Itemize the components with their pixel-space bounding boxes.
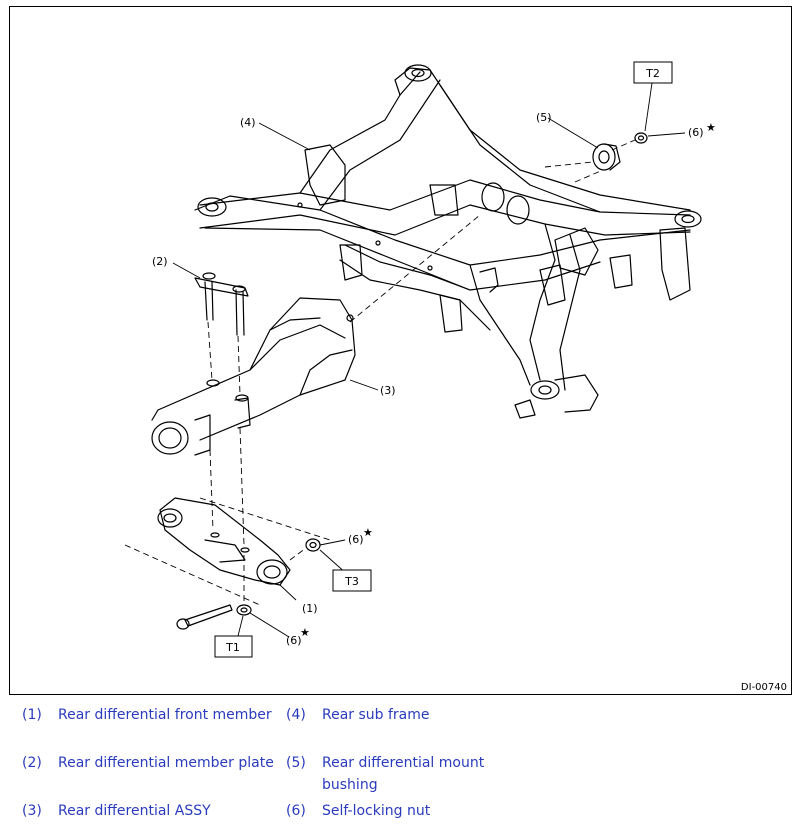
- callout-3: (3): [380, 384, 396, 397]
- rear-differential-front-member: [157, 497, 321, 630]
- figure-code: DI-00740: [741, 682, 787, 693]
- legend-label: Rear differential mount bushing: [322, 755, 485, 793]
- legend-label: Rear sub frame: [322, 707, 430, 723]
- callout-5: (5): [536, 111, 552, 124]
- callout-6-side: (6): [348, 533, 364, 546]
- torque-label-t3: T3: [344, 575, 359, 588]
- rear-sub-frame: [194, 64, 702, 419]
- torque-box-t2: T2: [633, 61, 673, 84]
- rear-differential-member-plate: [194, 272, 249, 336]
- legend-num: (5): [286, 755, 306, 771]
- legend-label: Self-locking nut: [322, 803, 431, 819]
- torque-label-t2: T2: [645, 67, 660, 80]
- callout-1: (1): [302, 602, 318, 615]
- star-mark-side: ★: [363, 526, 373, 539]
- callout-2: (2): [152, 255, 168, 268]
- callout-4: (4): [240, 116, 256, 129]
- torque-box-t1: T1: [214, 635, 253, 658]
- star-mark-top: ★: [706, 121, 716, 134]
- legend-num: (3): [22, 803, 42, 819]
- legend-label: Rear differential front member: [58, 707, 272, 723]
- rear-differential-mount-bushing: [592, 132, 648, 171]
- torque-label-t1: T1: [225, 641, 240, 654]
- figure-frame: [9, 6, 792, 695]
- legend-label: Rear differential member plate: [58, 755, 274, 771]
- rear-differential-assy: [151, 297, 356, 456]
- legend-num: (6): [286, 803, 306, 819]
- exploded-diagram: (4) (2) (3) (5) (1) (6) (6) (6) ★ ★ ★ T2…: [124, 61, 787, 693]
- legend-num: (2): [22, 755, 42, 771]
- legend-num: (1): [22, 707, 42, 723]
- legend: (1) Rear differential front member (2) R…: [0, 700, 803, 828]
- legend-label: Rear differential ASSY: [58, 803, 211, 819]
- callout-6-bottom: (6): [286, 634, 302, 647]
- legend-num: (4): [286, 707, 306, 723]
- callout-6-top: (6): [688, 126, 704, 139]
- torque-box-t3: T3: [332, 569, 372, 592]
- star-mark-bottom: ★: [300, 626, 310, 639]
